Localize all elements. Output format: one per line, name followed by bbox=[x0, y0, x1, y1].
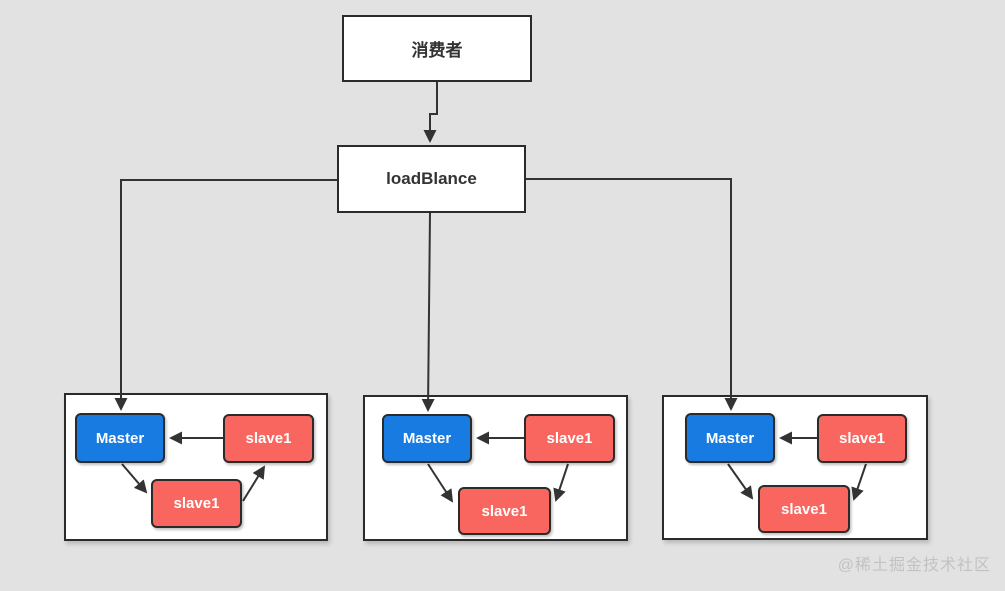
edge-consumer-to-loadbalance bbox=[423, 82, 438, 143]
watermark-text: @稀土掘金技术社区 bbox=[837, 557, 991, 574]
slave-label: slave1 bbox=[245, 430, 292, 447]
master-label: Master bbox=[95, 429, 145, 447]
cluster-2-slave-bottom-node: slave1 bbox=[458, 487, 551, 535]
slave-label: slave1 bbox=[481, 502, 528, 520]
edge-loadbalance-to-cluster-1 bbox=[114, 179, 337, 411]
master-label: Master bbox=[402, 430, 452, 447]
cluster-3-slave-bottom-node: slave1 bbox=[758, 485, 850, 533]
slave-label: slave1 bbox=[781, 500, 827, 518]
edge-loadbalance-to-cluster-3 bbox=[526, 178, 738, 411]
consumer-label: 消费者 bbox=[411, 41, 463, 60]
cluster-1-slave-bottom-node: slave1 bbox=[151, 479, 242, 528]
master-label: Master bbox=[705, 429, 755, 447]
cluster-2-master-node: Master bbox=[382, 414, 472, 463]
cluster-1-master-node: Master bbox=[75, 413, 165, 463]
cluster-3-master-node: Master bbox=[685, 413, 775, 463]
loadbalance-node: loadBlance bbox=[337, 145, 526, 213]
cluster-3-slave-top-node: slave1 bbox=[817, 414, 907, 463]
slave-label: slave1 bbox=[546, 430, 593, 447]
loadbalance-label: loadBlance bbox=[386, 169, 477, 188]
cluster-2-slave-top-node: slave1 bbox=[524, 414, 615, 463]
consumer-node: 消费者 bbox=[342, 15, 532, 82]
slave-label: slave1 bbox=[839, 430, 885, 447]
slave-label: slave1 bbox=[173, 495, 220, 512]
edge-loadbalance-to-cluster-2 bbox=[421, 212, 435, 412]
cluster-1-slave-top-node: slave1 bbox=[223, 414, 314, 463]
